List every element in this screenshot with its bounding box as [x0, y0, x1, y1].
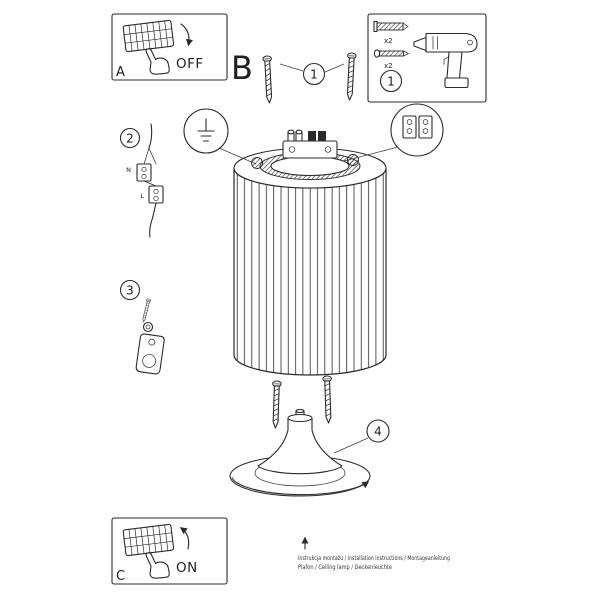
terminal-block-icon: [308, 131, 316, 141]
panel-switch-off: OFF A: [111, 13, 228, 81]
lamp-holder-cone: [257, 408, 343, 475]
small-screw-icon: [141, 298, 152, 323]
screw-icon: [262, 55, 275, 104]
light-switch-icon: [122, 19, 175, 53]
mounting-bracket-icon: [135, 333, 165, 375]
wire-connector-icon: [136, 123, 164, 238]
step-c-letter: C: [116, 569, 125, 584]
switch-on-label: ON: [176, 560, 198, 576]
wall-plug-icon: [373, 20, 409, 33]
terminal-detail-callout: [343, 103, 444, 162]
lamp-body: [183, 103, 444, 376]
callout-leader: [333, 437, 369, 454]
callout-circle-3: [119, 279, 141, 301]
panel-hardware: x2 x2 1: [367, 13, 487, 103]
ground-detail-callout: [183, 108, 257, 165]
step-4-assembly: 4: [229, 375, 390, 497]
step-2-cable: 2 N L: [119, 123, 164, 238]
terminal-detail-icon: [402, 115, 433, 139]
callout-number-bracket: 3: [126, 284, 134, 298]
screw-qty-label: x2: [384, 62, 393, 70]
step-b-letter: B: [231, 49, 253, 87]
fluted-shade: [233, 167, 387, 376]
step-a-letter: A: [116, 65, 125, 80]
rotation-arrow-icon: [231, 477, 370, 496]
ground-symbol-icon: [197, 118, 215, 142]
mounting-plate: [282, 129, 338, 159]
step-b-screws: 1: [262, 52, 357, 104]
plug-qty-label: x2: [384, 37, 393, 45]
screw-icon: [322, 375, 334, 424]
footer: Instrukcja montażu / installation instru…: [298, 536, 450, 571]
screw-icon: [344, 52, 357, 101]
callout-number-shade: 4: [374, 425, 382, 439]
step-3-bracket: 3: [119, 279, 165, 375]
mounting-screw-icon: [373, 49, 410, 58]
callout-number-cable: 2: [126, 132, 134, 146]
callout-circle-2: [119, 127, 141, 149]
terminal-n-label: N: [126, 166, 131, 174]
callout-number-screws: 1: [310, 68, 318, 82]
collar-screw-icon: [251, 157, 263, 169]
footer-line-2: Plafon / Ceiling lamp / Deckenleuchte: [298, 563, 392, 571]
hardware-number: 1: [387, 75, 395, 89]
callout-leader: [279, 63, 345, 73]
terminal-l-label: L: [140, 192, 144, 200]
callout-circle-4: [366, 419, 390, 443]
drill-icon: [413, 32, 478, 89]
callout-circle-hardware: [379, 69, 403, 93]
flip-down-arrow-icon: [180, 23, 194, 47]
washer-icon: [142, 321, 154, 333]
footer-line-1: Instrukcja montażu / installation instru…: [298, 554, 450, 562]
terminal-block-icon: [318, 131, 326, 141]
switch-off-label: OFF: [176, 56, 204, 72]
flip-up-arrow-icon: [179, 527, 190, 550]
panel-switch-on: ON C: [111, 517, 228, 585]
light-switch-icon: [122, 523, 175, 557]
callout-circle-1: [302, 62, 326, 86]
screw-icon: [270, 380, 282, 429]
